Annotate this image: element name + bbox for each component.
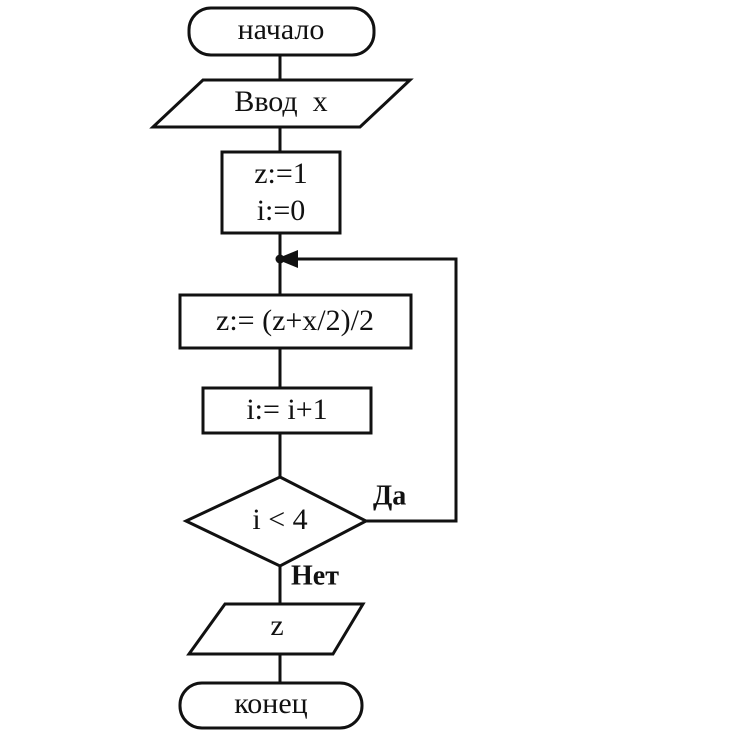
init-line-1: z:=1: [254, 157, 308, 190]
input-block: Ввод x: [149, 78, 414, 129]
output-block: z: [186, 602, 366, 656]
loop-arrowhead-icon: [276, 250, 298, 268]
yes-branch-label: Да: [373, 480, 406, 511]
increment-label: i:= i+1: [246, 393, 327, 426]
input-label: Ввод x: [234, 85, 327, 118]
init-line-2: i:=0: [257, 194, 306, 227]
junction-dot-icon: [275, 254, 285, 264]
no-branch-label: Нет: [291, 560, 339, 591]
end-label: конец: [234, 687, 307, 720]
loop-back-line: [292, 257, 458, 523]
output-label: z: [270, 609, 283, 642]
condition-label: i < 4: [252, 503, 307, 536]
update-z-label: z:= (z+x/2)/2: [216, 304, 374, 337]
init-block: z:=1 i:=0: [220, 150, 342, 235]
start-terminal: начало: [187, 6, 376, 57]
condition-decision: i < 4: [182, 475, 370, 568]
start-label: начало: [238, 13, 325, 46]
end-terminal: конец: [178, 681, 364, 730]
increment-block: i:= i+1: [201, 386, 373, 435]
connectors: [275, 55, 458, 683]
update-z-block: z:= (z+x/2)/2: [178, 293, 413, 350]
